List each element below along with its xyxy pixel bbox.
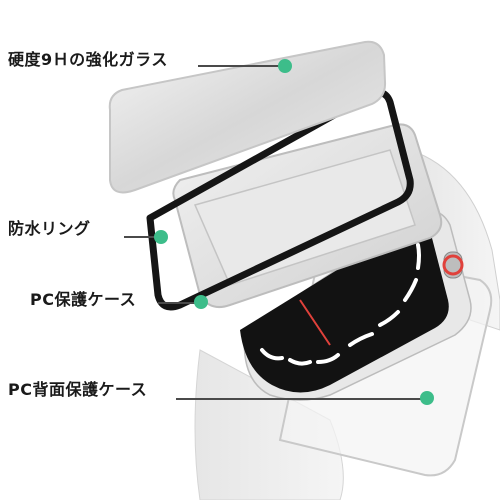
leader-line	[158, 302, 198, 304]
callout-dot-icon	[420, 391, 434, 405]
leader-line	[176, 398, 428, 400]
callout-label-waterproof-ring: 防水リング	[8, 219, 91, 238]
tempered-glass	[108, 40, 387, 194]
callout-label-pc-case: PC保護ケース	[30, 290, 137, 309]
leader-line	[124, 236, 160, 238]
watch-display	[240, 225, 449, 393]
callout-dot-icon	[154, 230, 168, 244]
callout-dot-icon	[194, 295, 208, 309]
leader-line	[198, 65, 284, 67]
callout-label-rear-case: PC背面保護ケース	[8, 380, 148, 399]
callout-dot-icon	[278, 59, 292, 73]
callout-label-tempered-glass: 硬度9Ｈの強化ガラス	[8, 50, 168, 69]
